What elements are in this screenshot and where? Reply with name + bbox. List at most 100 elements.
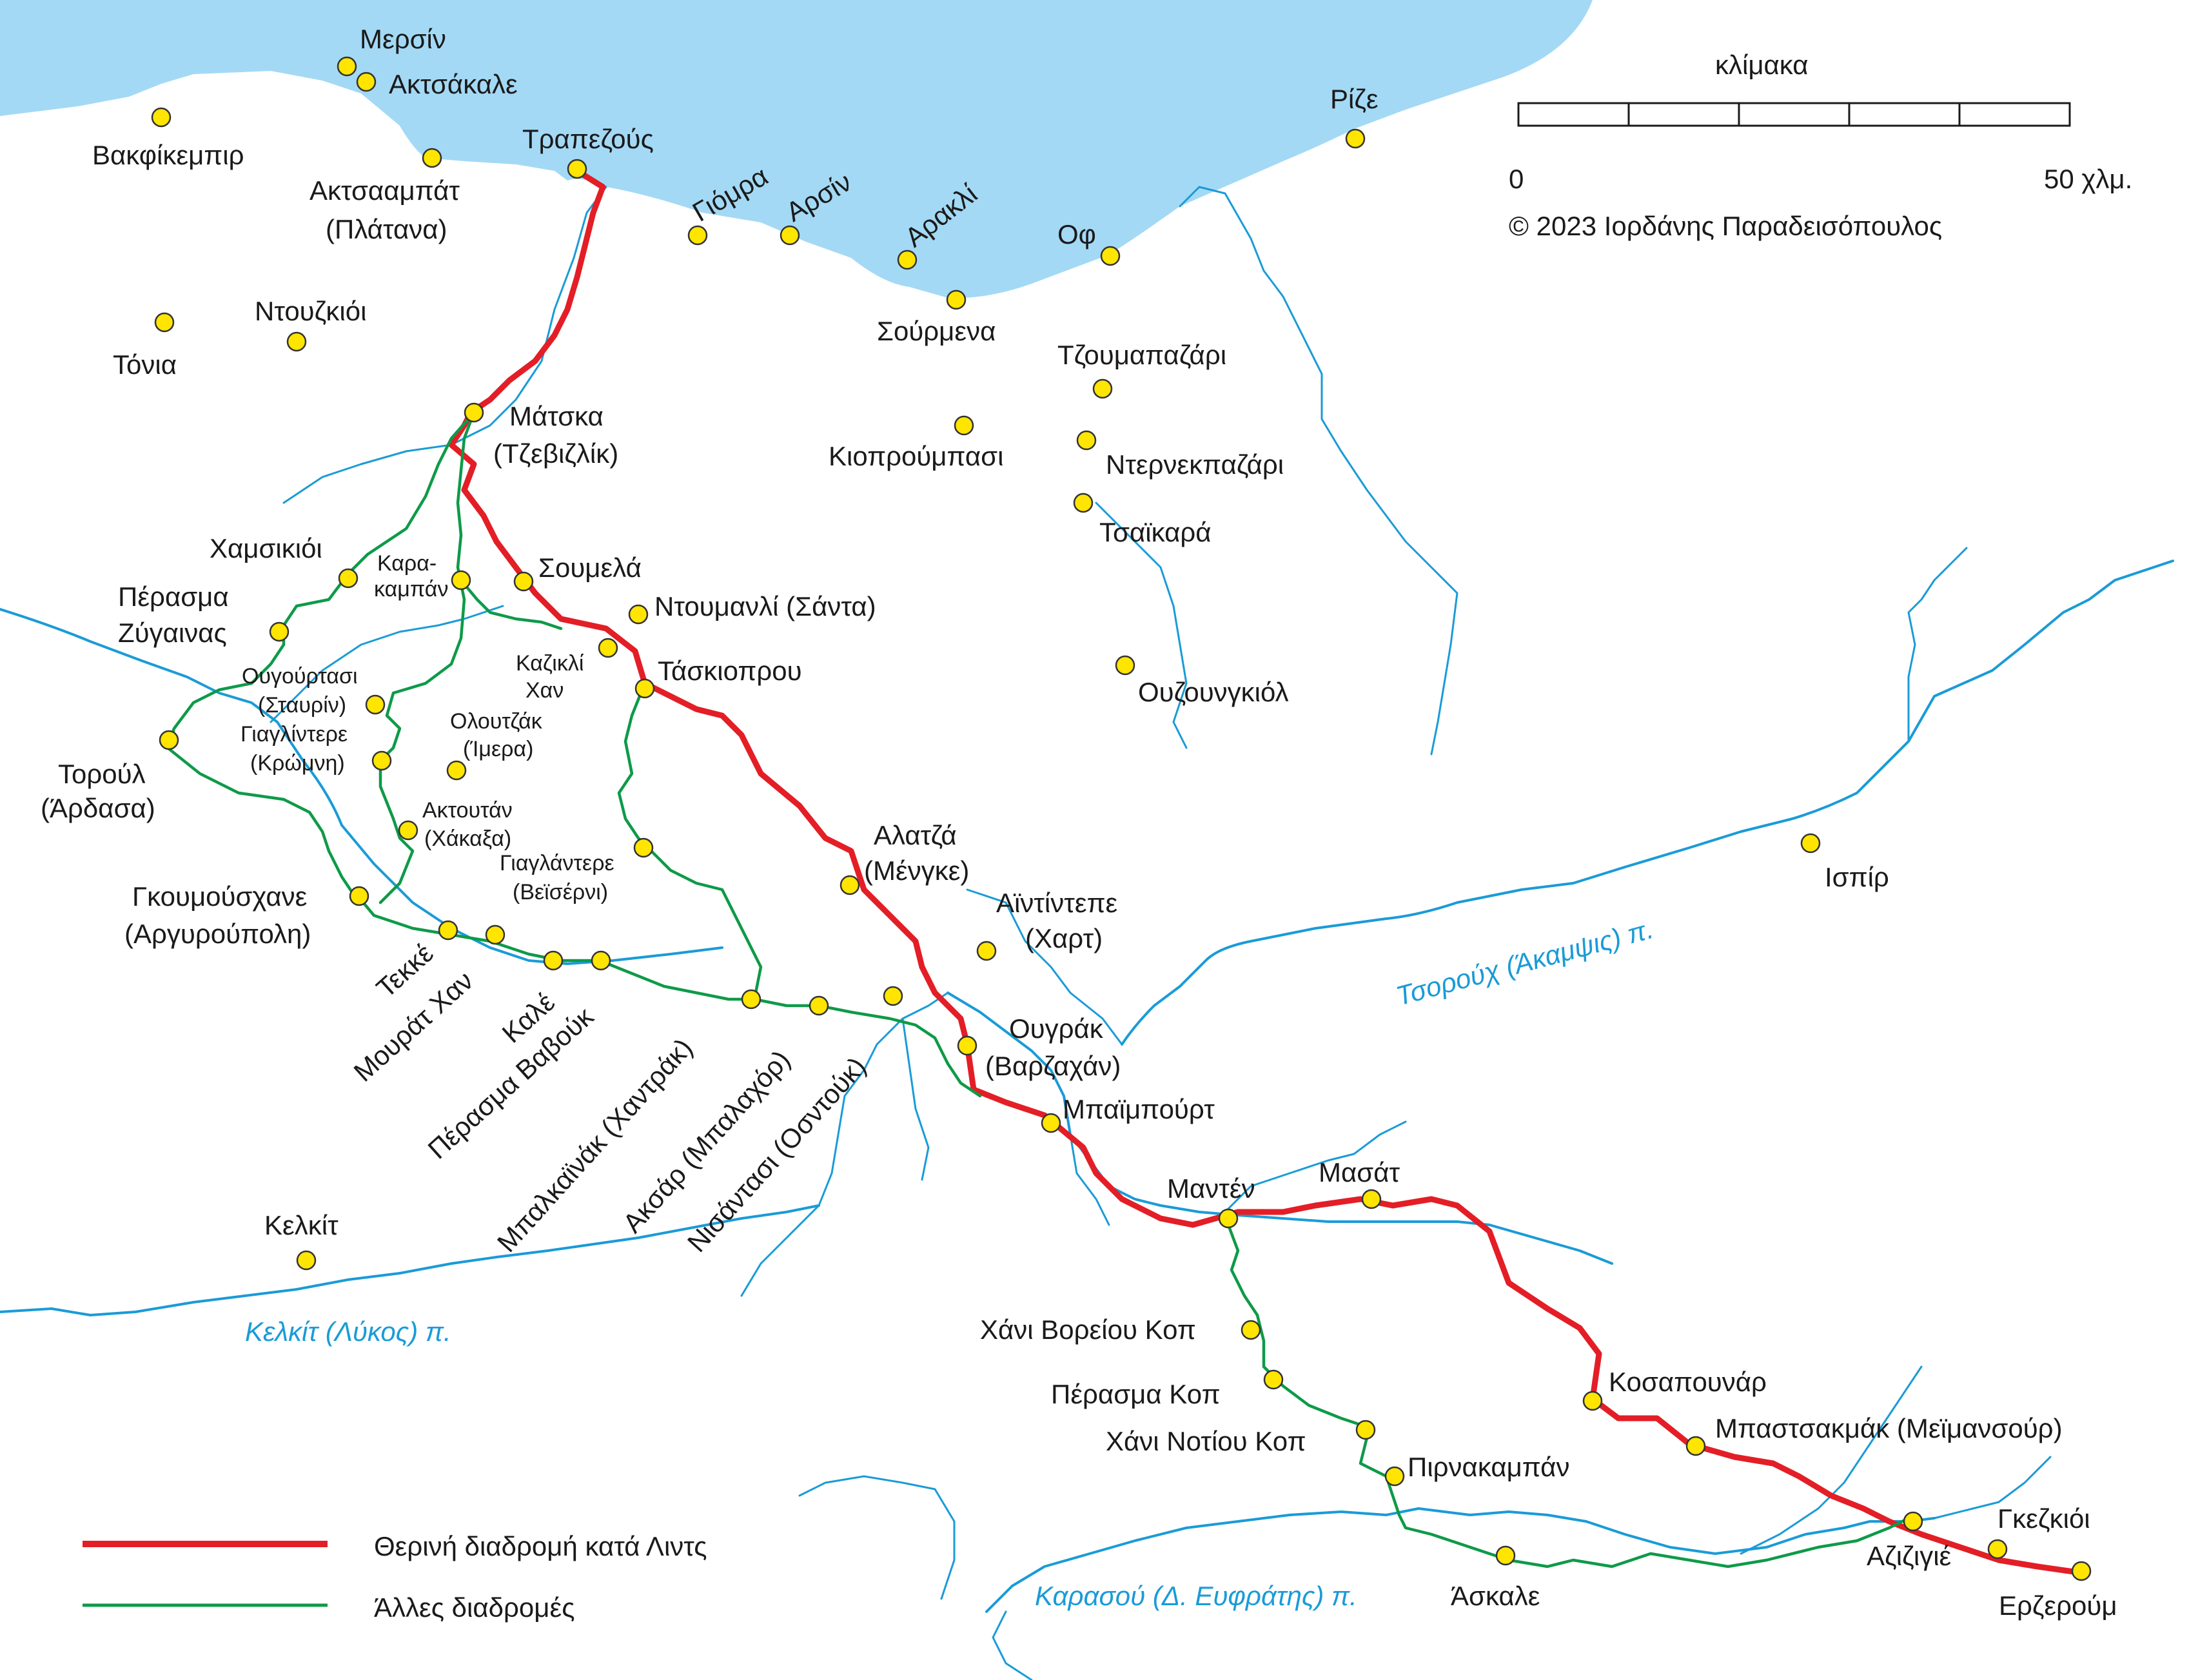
chorokh-river — [1121, 560, 2174, 1046]
scale-bar: κλίμακα 0 50 χλμ. © 2023 Ιορδάνης Παραδε… — [1509, 50, 2132, 241]
city-marker-gioumra — [687, 225, 708, 246]
city-marker-perasma-zygainas — [269, 621, 290, 642]
kelkit-tributary-2 — [740, 1204, 820, 1297]
city-marker-aksar — [809, 995, 829, 1016]
city-marker-karakampan — [451, 570, 471, 591]
scale-start-label: 0 — [1509, 164, 1524, 194]
label-gkezkioi: Γκεζκιόι — [1998, 1503, 2090, 1534]
city-marker-chamsikioi — [338, 568, 358, 589]
city-marker-masat — [1361, 1189, 1382, 1209]
kelkit-tributary-3 — [901, 1017, 930, 1181]
city-marker-nisantasi — [883, 986, 903, 1006]
kelkit-tributary-1 — [818, 991, 949, 1207]
city-marker-gumushane — [349, 886, 369, 906]
label-alatza-2: (Μένγκε) — [864, 855, 969, 886]
other-route-gumushane-bayburt — [356, 894, 982, 1098]
city-marker-giaglantere-v — [633, 837, 654, 858]
city-marker-vakfikebir — [151, 107, 172, 128]
label-ougiourtasi-2: (Σταυρίν) — [258, 693, 346, 718]
city-marker-kosapounar — [1582, 1391, 1603, 1411]
label-aktoutan-1: Ακτουτάν — [422, 798, 513, 823]
label-vakfikebir: Βακφίκεμπιρ — [92, 140, 244, 170]
label-perasma-zygainas-2: Ζύγαινας — [118, 618, 227, 648]
city-marker-tsaikara — [1073, 493, 1094, 513]
other-route-karakampan-kazikli — [459, 578, 563, 630]
label-perasma-kop: Πέρασμα Κοπ — [1051, 1379, 1221, 1409]
chorokh-south-branch — [966, 888, 1123, 1046]
city-marker-ouzoungkiol — [1115, 655, 1135, 676]
label-chorokh-river: Τσορούχ (Άκαμψις) π. — [1393, 913, 1656, 1011]
label-kazikli-1: Καζικλί — [516, 651, 584, 676]
city-marker-balkaiak — [741, 989, 761, 1010]
city-marker-soumela — [513, 571, 534, 592]
city-marker-kelkit — [296, 1250, 317, 1271]
label-manten: Μαντέν — [1167, 1173, 1255, 1204]
chorokh-tributary — [1907, 547, 1968, 743]
city-marker-manten — [1218, 1208, 1239, 1229]
city-marker-alatza — [839, 875, 860, 895]
legend: Θερινή διαδρομή κατά Λιντς Άλλες διαδρομ… — [83, 1531, 707, 1623]
city-marker-mersin — [337, 56, 357, 77]
label-bayburt: Μπαϊμπούρτ — [1063, 1094, 1215, 1124]
city-marker-pirnakampan — [1384, 1466, 1405, 1487]
harsit-north-branch — [270, 605, 504, 723]
city-marker-askale — [1495, 1545, 1516, 1566]
label-olutzak-2: (Ίμερα) — [463, 737, 533, 761]
label-karakampan-2: καμπάν — [374, 577, 448, 601]
city-marker-aktoutan — [398, 820, 418, 841]
city-marker-kioproumpasi — [954, 415, 974, 436]
city-marker-azizigie — [1903, 1511, 1923, 1532]
city-marker-arsin — [780, 225, 800, 246]
city-marker-aintintepe — [976, 941, 997, 961]
city-marker-of — [1100, 246, 1121, 266]
city-marker-toroul — [159, 730, 179, 750]
city-marker-ispir — [1800, 833, 1821, 854]
label-gumushane-2: (Αργυρούπολη) — [124, 919, 311, 949]
label-kioproumpasi: Κιοπρούμπασι — [829, 441, 1003, 471]
label-of: Οφ — [1057, 219, 1096, 249]
rivers — [0, 186, 2174, 1680]
label-karakampan-1: Καρα- — [377, 551, 437, 576]
tsaikara-stream — [1095, 502, 1188, 749]
city-marker-gkezkioi — [1987, 1539, 2008, 1559]
label-chani-notiou-kop: Χάνι Νοτίου Κοπ — [1106, 1426, 1306, 1456]
degirmendere-river — [282, 186, 607, 504]
scale-end-label: 50 χλμ. — [2044, 164, 2132, 194]
city-marker-perasma-kop — [1263, 1369, 1284, 1390]
label-chani-voreiou-kop: Χάνι Βορείου Κοπ — [980, 1314, 1196, 1345]
bayburt-tributary — [1224, 1120, 1407, 1213]
label-ougrak-1: Ουγράκ — [1009, 1013, 1104, 1044]
karasu-tributary-2 — [992, 1610, 1033, 1680]
label-trabzon: Τραπεζούς — [522, 124, 654, 154]
label-chamsikioi: Χαμσικιόι — [210, 533, 322, 563]
label-toroul-1: Τορούλ — [58, 759, 146, 789]
city-marker-aktsakale — [356, 72, 377, 92]
label-douzkoi: Ντουζκιόι — [255, 296, 366, 326]
city-marker-sourmena — [946, 289, 967, 310]
label-matska-2: (Τζεβιζλίκ) — [493, 438, 618, 469]
label-taskiopru: Τάσκιοπρου — [658, 656, 802, 686]
label-tonia: Τόνια — [113, 349, 177, 380]
of-valley-river — [1179, 186, 1458, 756]
city-marker-erzeroum — [2071, 1561, 2092, 1581]
label-giaglantere-v-1: Γιαγλάντερε — [500, 851, 614, 875]
label-tsaikara: Τσαϊκαρά — [1099, 517, 1212, 547]
label-alatza-1: Αλατζά — [874, 820, 957, 850]
city-marker-douzkoi — [286, 331, 307, 352]
label-giaglintere-k-1: Γιαγλίντερε — [240, 722, 348, 747]
label-ispir: Ισπίρ — [1825, 862, 1889, 892]
label-kelkit-river: Κελκίτ (Λύκος) π. — [245, 1316, 451, 1347]
city-marker-doumanli — [628, 604, 649, 625]
label-dernekpazari: Ντερνεκπαζάρι — [1106, 449, 1284, 480]
label-azizigie: Αζιζιγιέ — [1867, 1541, 1951, 1571]
city-marker-giaglintere-k — [371, 750, 392, 771]
city-marker-chani-notiou-kop — [1355, 1420, 1376, 1440]
city-marker-kazikli — [598, 638, 618, 658]
label-sourmena: Σούρμενα — [877, 316, 996, 346]
city-marker-mourat-chan — [485, 924, 506, 945]
label-giaglantere-v-2: (Βεϊσέρνι) — [513, 880, 608, 904]
other-route-gumushane-trabzon — [166, 411, 476, 898]
city-marker-perasma-vavouk — [591, 950, 611, 971]
label-karasu-river: Καρασού (Δ. Ευφράτης) π. — [1035, 1581, 1357, 1611]
